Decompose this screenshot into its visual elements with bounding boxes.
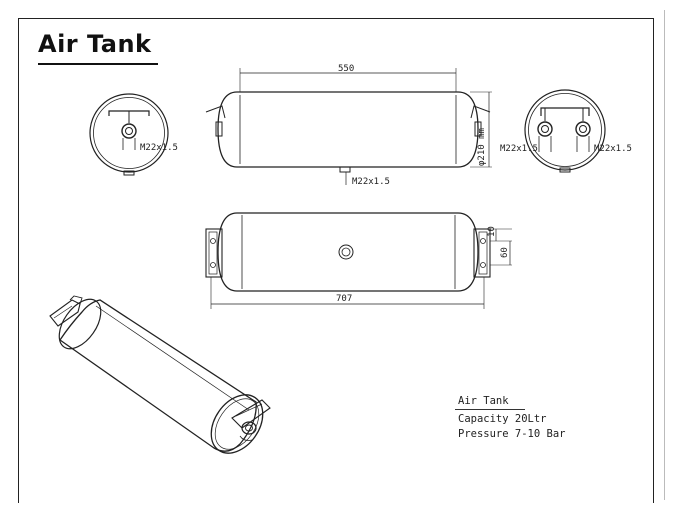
right-end-port-right-label: M22x1.5	[594, 144, 632, 154]
bracket-height-label: 60	[500, 247, 510, 258]
left-end-view	[89, 93, 169, 176]
page-title: Air Tank	[38, 30, 152, 58]
right-end-port-left-label: M22x1.5	[500, 144, 538, 154]
right-end-view	[524, 89, 606, 173]
sheet-edge-line	[664, 10, 665, 500]
spec-name: Air Tank	[458, 395, 509, 407]
title-underline	[38, 63, 158, 65]
spec-capacity: Capacity 20Ltr	[458, 413, 547, 425]
top-length-label: 550	[338, 64, 354, 74]
bracket-offset-label: 10	[487, 226, 497, 237]
top-side-view	[205, 68, 492, 185]
left-end-port-label: M22x1.5	[140, 143, 178, 153]
sheet-border	[18, 18, 654, 503]
overall-length-label: 707	[336, 294, 352, 304]
bottom-plan-view	[205, 212, 512, 309]
bottom-port-label: M22x1.5	[352, 177, 390, 187]
isometric-view	[49, 295, 271, 454]
diameter-label: φ210 mm	[477, 128, 487, 166]
spec-title-underline	[455, 409, 525, 410]
spec-pressure: Pressure 7-10 Bar	[458, 428, 566, 440]
